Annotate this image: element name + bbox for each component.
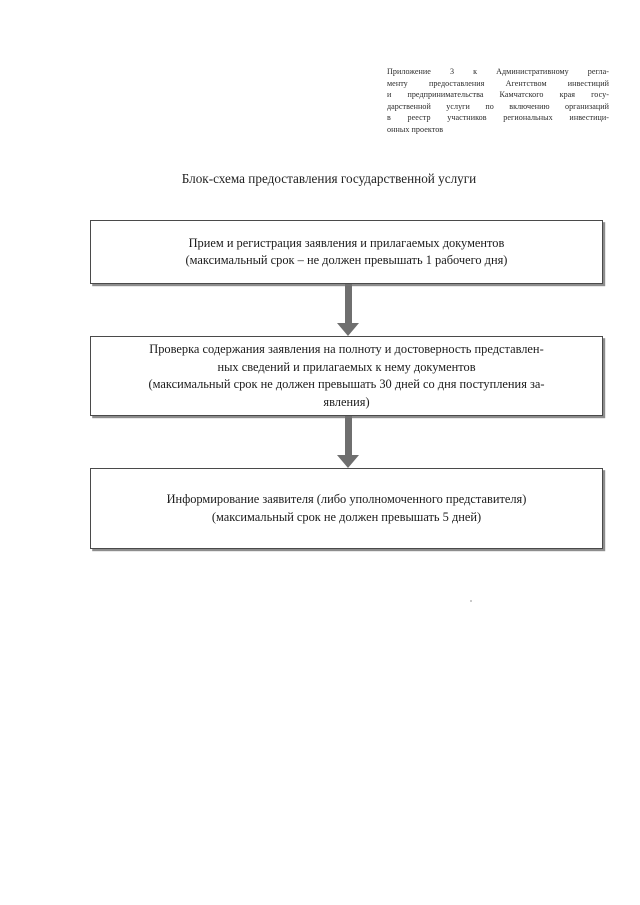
arrow-head [337,323,359,336]
flow-node-line: (максимальный срок не должен превышать 5… [211,509,482,524]
page-title: Блок-схема предоставления государственно… [181,171,477,186]
flow-node-text: Информирование заявителя (либо уполномоч… [157,491,537,526]
appendix-note-line: менту предоставления Агентством инвестиц… [387,78,609,88]
flow-node-line: Прием и регистрация заявления и прилагае… [188,235,505,250]
flow-node-line: Информирование заявителя (либо уполномоч… [166,492,527,506]
arrow-shaft [344,416,352,455]
flow-node-line: явления) [323,394,370,409]
appendix-note-line: и предпринимательства Камчатского края г… [387,90,609,100]
arrow-head [337,455,359,468]
appendix-note-line: онных проектов [387,124,444,134]
appendix-note-line: дарственной услуги по включению организа… [387,101,609,111]
flow-node-line: (максимальный срок не должен превышать 3… [148,377,545,391]
flow-arrow-down-icon [337,416,359,468]
flow-node-text: Прием и регистрация заявления и прилагае… [176,235,518,270]
arrow-shaft [344,284,352,323]
flow-arrow-down-icon [337,284,359,336]
flow-node-notification: Информирование заявителя (либо уполномоч… [90,468,603,549]
flow-node-line: ных сведений и прилагаемых к нему докуме… [217,359,476,374]
appendix-note-line: Приложение 3 к Административному регла- [387,67,609,76]
appendix-note-line: в реестр участников региональных инвести… [387,113,609,123]
flow-node-line: (максимальный срок – не должен превышать… [185,253,508,267]
appendix-reference-note: Приложение 3 к Административному регла- … [387,66,609,136]
flow-node-intake: Прием и регистрация заявления и прилагае… [90,220,603,284]
flow-node-text: Проверка содержания заявления на полноту… [138,341,554,411]
scan-artifact [470,600,472,602]
flow-node-verification: Проверка содержания заявления на полноту… [90,336,603,416]
flow-node-line: Проверка содержания заявления на полноту… [149,342,544,356]
